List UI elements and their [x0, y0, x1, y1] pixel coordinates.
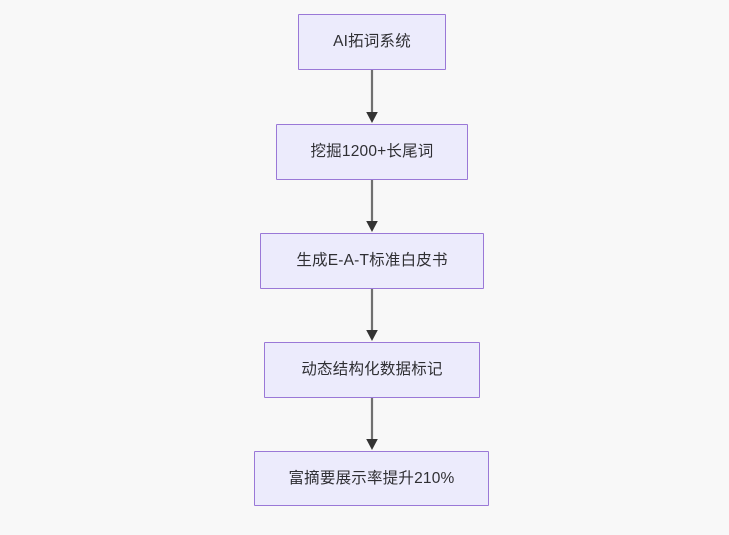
- flow-node-label: 挖掘1200+长尾词: [310, 143, 434, 161]
- flow-node-generate-eat-whitepaper[interactable]: 生成E-A-T标准白皮书: [260, 233, 484, 289]
- flow-connector-arrow: [359, 289, 385, 342]
- flow-node-ai-keyword-system[interactable]: AI拓词系统: [298, 14, 446, 70]
- flow-node-mine-longtail-keywords[interactable]: 挖掘1200+长尾词: [276, 124, 468, 180]
- flow-connector-arrow: [359, 70, 385, 124]
- flow-node-label: 富摘要展示率提升210%: [288, 469, 455, 487]
- flow-node-label: 生成E-A-T标准白皮书: [296, 252, 448, 270]
- flow-node-dynamic-structured-data-markup[interactable]: 动态结构化数据标记: [264, 342, 480, 398]
- flow-node-label: AI拓词系统: [333, 33, 411, 51]
- flow-node-label: 动态结构化数据标记: [301, 361, 443, 379]
- flow-node-rich-snippet-impression-uplift[interactable]: 富摘要展示率提升210%: [254, 451, 489, 506]
- flow-connector-arrow: [359, 398, 385, 451]
- flow-connector-arrow: [359, 180, 385, 233]
